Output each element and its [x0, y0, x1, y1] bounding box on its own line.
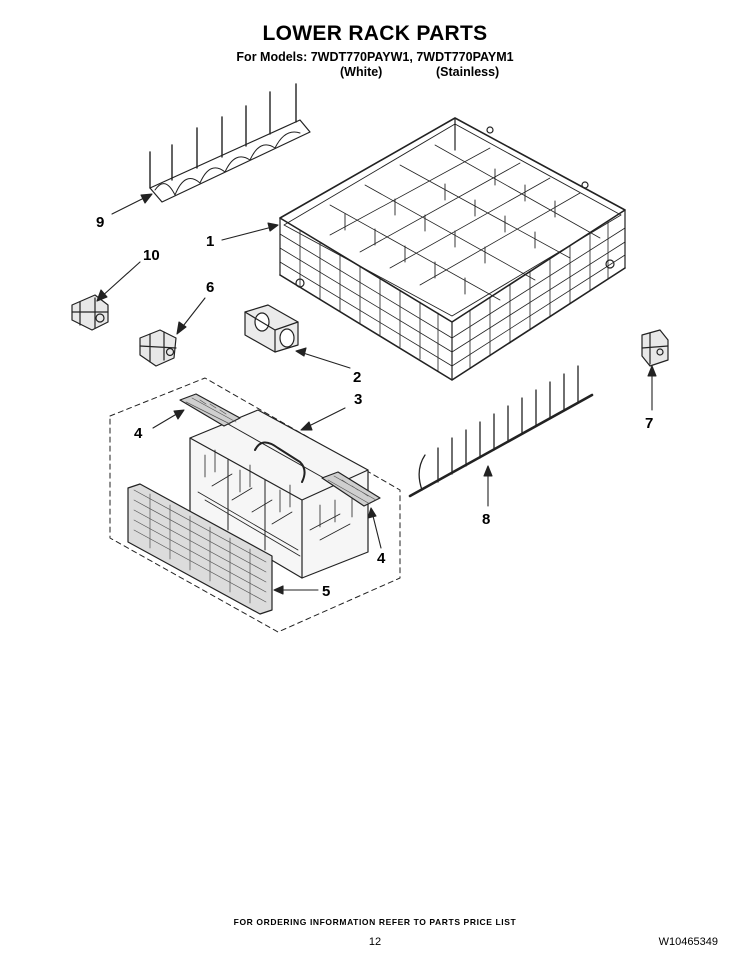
callout-3: 3 [354, 391, 362, 408]
callout-6: 6 [206, 279, 214, 296]
wheel-assembly-part-2 [244, 304, 299, 353]
tine-strip-part-8 [408, 365, 594, 498]
callout-10: 10 [143, 247, 160, 264]
basket-lid-part-4-left [179, 393, 241, 427]
page-title: LOWER RACK PARTS [262, 22, 488, 45]
tine-row-part-9 [149, 83, 311, 203]
rack-clip-part-7 [641, 329, 669, 367]
callout-8: 8 [482, 511, 490, 528]
document-number: W10465349 [658, 936, 718, 948]
ordering-note: FOR ORDERING INFORMATION REFER TO PARTS … [233, 917, 517, 927]
basket-cover-part-5 [127, 483, 273, 615]
model-numbers: For Models: 7WDT770PAYW1, 7WDT770PAYM1 [236, 50, 514, 64]
variant-stainless-label: (Stainless) [436, 65, 500, 79]
page-number: 12 [368, 936, 382, 948]
lower-rack-part-1 [279, 117, 626, 381]
callout-4-right: 4 [377, 550, 386, 567]
callout-1: 1 [206, 233, 214, 250]
basket-lid-part-4-right [321, 471, 381, 507]
rack-clip-part-10 [71, 294, 109, 331]
callout-9: 9 [96, 214, 104, 231]
callout-2: 2 [353, 369, 361, 386]
variant-white-label: (White) [340, 65, 383, 79]
callout-leaders [96, 193, 657, 595]
callout-4-left: 4 [134, 425, 143, 442]
callout-7: 7 [645, 415, 653, 432]
rack-clip-part-6 [139, 329, 177, 367]
callout-5: 5 [322, 583, 330, 600]
